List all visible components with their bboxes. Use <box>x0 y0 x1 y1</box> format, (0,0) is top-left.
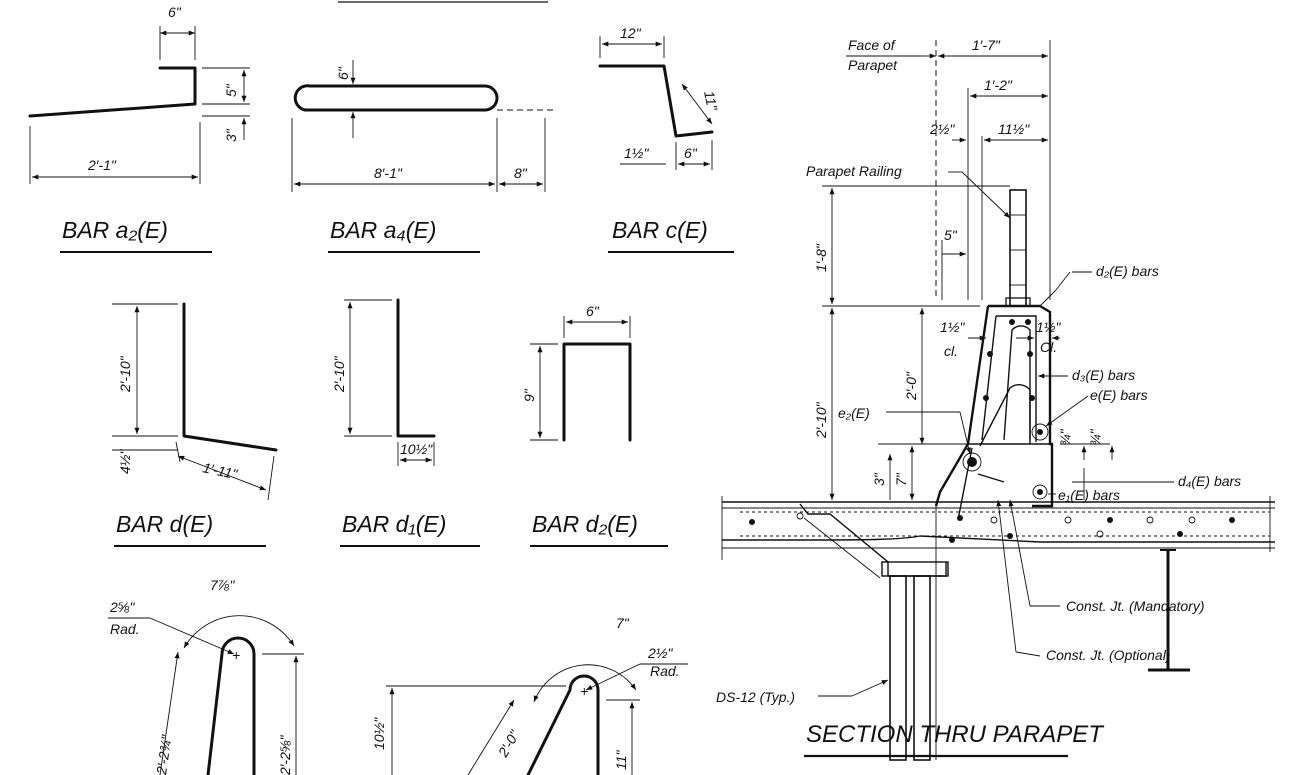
bar-e1-rad-label: Rad. <box>650 663 680 679</box>
bar-a4-dim-6: 6" <box>335 66 351 80</box>
bar-d1-detail: 2′-10" 10½" BAR d₁(E) <box>331 298 480 547</box>
bar-c-dim-1-5: 1½" <box>624 145 649 161</box>
bar-d1-dim-10-5: 10½" <box>400 441 433 457</box>
bar-e-dim-left: 2′-2¾" <box>153 733 175 775</box>
bar-c-dim-6: 6" <box>684 145 698 161</box>
bar-e1-dim-arc: 7" <box>616 615 630 631</box>
bar-c-title: BAR c(E) <box>612 217 708 243</box>
section-dim-11-5: 11½" <box>998 121 1030 137</box>
dim-1-5-left: 1½" <box>940 319 965 335</box>
svg-text:+: + <box>232 647 240 663</box>
const-jt-mandatory-label: Const. Jt. (Mandatory) <box>1066 598 1205 614</box>
dim-7: 7" <box>893 472 909 486</box>
cl-left: cl. <box>944 343 958 359</box>
dim-1-5-right: 1½" <box>1036 319 1061 335</box>
bar-d2-detail: 6" 9" BAR d₂(E) <box>521 303 668 547</box>
bar-a2-dim-top: 6" <box>168 4 182 20</box>
bar-d2-dim-6: 6" <box>586 303 600 319</box>
bar-e1-dim-11: 11" <box>613 749 629 770</box>
bar-e1-dim-rad: 2½" <box>647 645 673 661</box>
bar-a4-detail: 6" 8′-1" 8" BAR a₄(E) <box>291 60 555 253</box>
d2-bars-label: d₂(E) bars <box>1096 263 1159 279</box>
bar-e1-dim-2-0: 2′-0" <box>494 727 523 761</box>
bar-e-dim-right: 2′-2⅝" <box>277 734 293 775</box>
bar-d2-title: BAR d₂(E) <box>532 511 638 537</box>
bar-d1-title: BAR d₁(E) <box>342 511 446 537</box>
bar-e-detail: 7⅞" 2⅝" Rad. + 2′-2¾" 2′-2⅝" <box>108 577 304 775</box>
section-dim-1-2: 1′-2" <box>984 77 1013 93</box>
section-dim-1-8: 1′-8" <box>813 243 829 272</box>
bar-e1-dim-10-5: 10½" <box>371 717 387 750</box>
bar-d-title: BAR d(E) <box>116 511 213 537</box>
bar-a4-dim-8: 8" <box>514 165 528 181</box>
bar-e-dim-rad: 2⅝" <box>109 599 135 615</box>
bar-a2-dim-length: 2′-1" <box>87 157 117 173</box>
bar-d-dim-leg: 1′-11" <box>201 459 239 482</box>
svg-text:+: + <box>580 683 588 699</box>
bar-a2-dim-3: 3" <box>223 128 239 142</box>
dim-3-4-a: ¾" <box>1057 428 1073 446</box>
section-dim-2-0: 2′-0" <box>903 371 919 401</box>
bar-e-dim-arc: 7⅞" <box>210 577 235 593</box>
bar-c-dim-11: 11" <box>701 89 721 112</box>
cl-right: Cl. <box>1040 339 1057 355</box>
const-jt-optional-label: Const. Jt. (Optional) <box>1046 647 1171 663</box>
parapet-railing-post <box>1009 189 1027 307</box>
section-title: SECTION THRU PARAPET <box>806 721 1105 748</box>
bar-d-detail: 2′-10" 4½" 1′-11" BAR d(E) <box>112 302 278 547</box>
bar-a4-dim-length: 8′-1" <box>374 165 403 181</box>
dim-3: 3" <box>871 472 887 486</box>
d4-bars-label: d₄(E) bars <box>1178 473 1241 489</box>
bar-d-dim-height: 2′-10" <box>117 355 133 393</box>
bar-c-dim-12: 12" <box>620 25 642 41</box>
bar-a2-detail: 6" 5" 3" 2′-1" BAR a₂(E) <box>28 4 250 253</box>
parapet-outline <box>988 304 1054 508</box>
section-dim-2-10: 2′-10" <box>813 401 829 439</box>
section-dim-5: 5" <box>944 227 958 243</box>
bar-e-rad-label: Rad. <box>110 621 140 637</box>
dim-3-4-b: ¾" <box>1087 428 1103 446</box>
bar-c-detail: 12" 11" 6" 1½" BAR c(E) <box>598 25 734 253</box>
section-dim-2-5: 2½" <box>929 121 955 137</box>
face-of-parapet-line1: Face of <box>848 37 897 53</box>
section-dim-1-7: 1′-7" <box>972 37 1001 53</box>
d3-bars-label: d₃(E) bars <box>1072 367 1135 383</box>
section-thru-parapet: Face of Parapet 1′-7" 1′-2" 2½" 11½" Par… <box>716 37 1275 761</box>
ds12-post <box>889 575 907 761</box>
bar-d2-dim-9: 9" <box>521 388 537 402</box>
parapet-railing-label: Parapet Railing <box>806 163 902 179</box>
e2-label: e₂(E) <box>838 405 870 421</box>
bar-a4-title: BAR a₄(E) <box>330 217 436 243</box>
face-of-parapet-line2: Parapet <box>848 57 898 73</box>
bar-a2-dim-5: 5" <box>223 83 239 97</box>
bar-a2-title: BAR a₂(E) <box>62 217 168 243</box>
e1-bars-label: e₁(E) bars <box>1058 487 1120 503</box>
ds12-label: DS-12 (Typ.) <box>716 689 795 705</box>
bar-d1-dim-height: 2′-10" <box>331 355 347 393</box>
e-bars-label: e(E) bars <box>1090 387 1148 403</box>
bar-e1-detail: 10½" 7" 2½" Rad. + 2′-0" 11" <box>371 615 688 775</box>
bar-d-dim-4-5: 4½" <box>117 449 133 474</box>
